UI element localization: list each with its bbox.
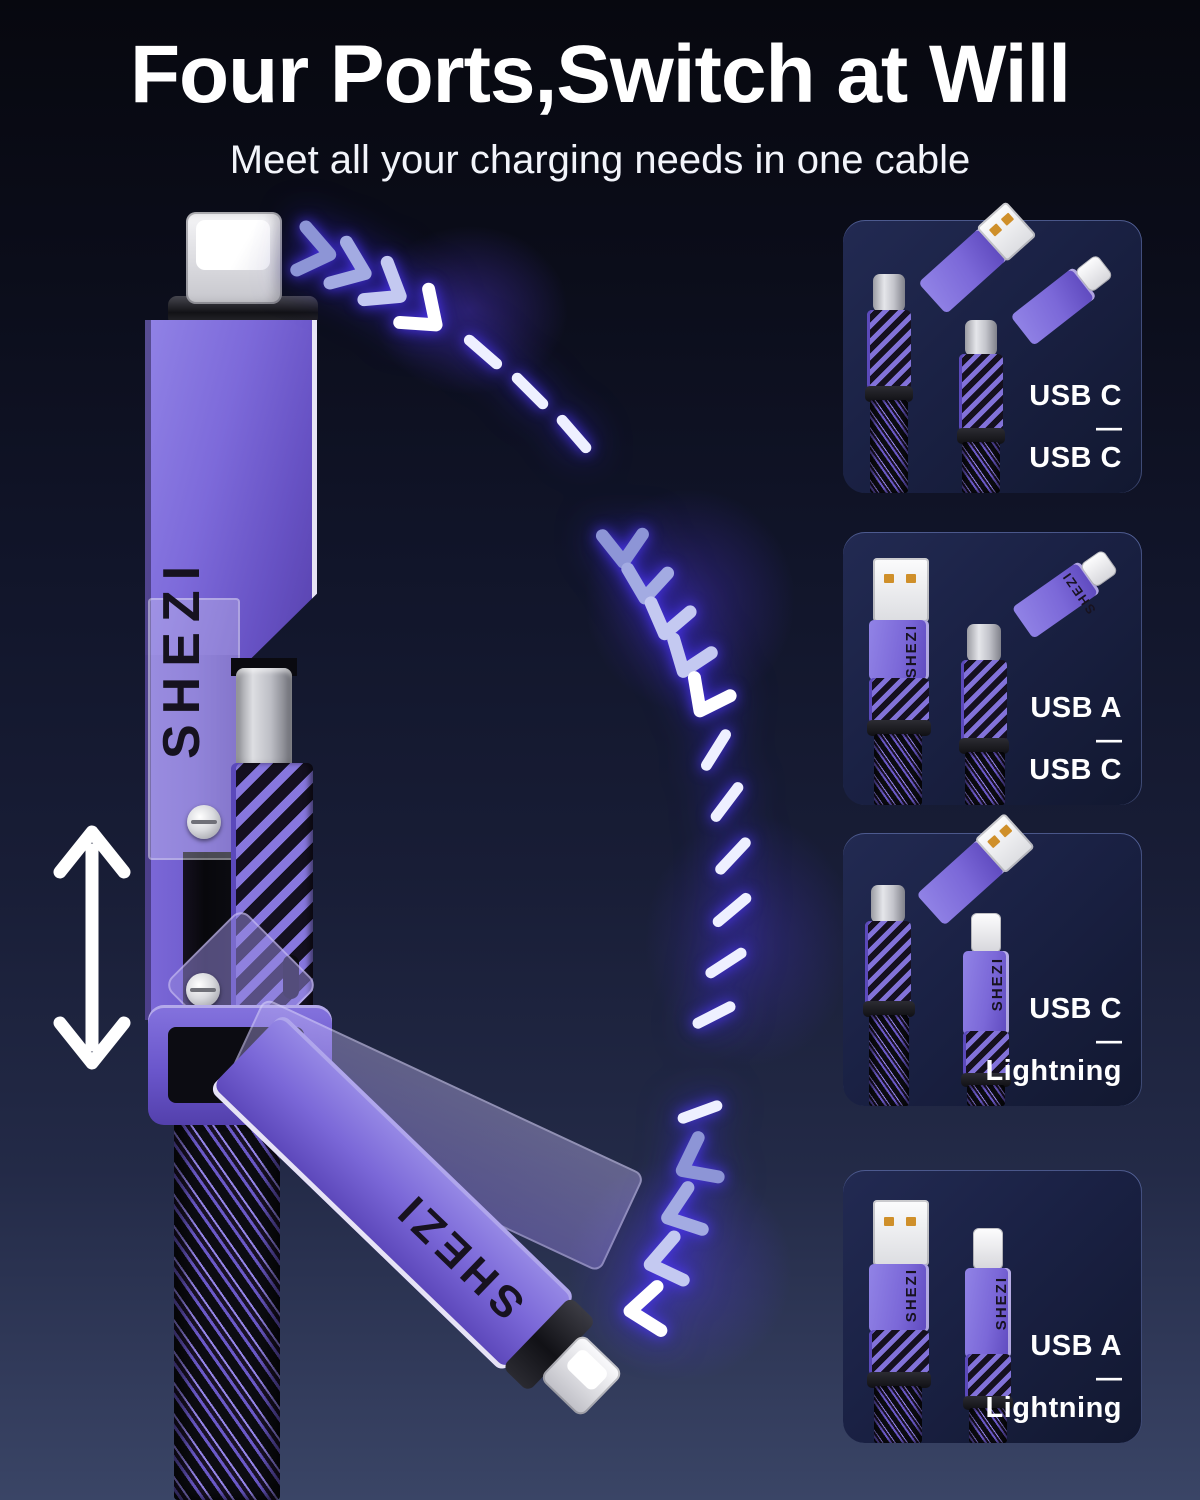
- mini-braided-cable: [874, 734, 922, 805]
- mini-clamp: [863, 1001, 915, 1017]
- mini-purple-body: SHEZI: [965, 1268, 1011, 1358]
- mini-striped-grip: [965, 1354, 1011, 1400]
- mini-clamp: [957, 428, 1005, 444]
- usb-a-tip-icon: [873, 558, 929, 622]
- lightning-tip-icon: [186, 212, 282, 304]
- lightning-angled-connector: SHEZI: [1011, 545, 1122, 640]
- mini-braided-cable: [870, 400, 908, 493]
- lightning-angled-connector: [1009, 250, 1117, 347]
- combo-card-usbc-usbc: USB C — USB C: [843, 201, 1142, 493]
- lightning-tip-icon: [973, 1228, 1003, 1270]
- tip-highlight: [196, 220, 270, 270]
- port-label: USB C: [1029, 380, 1122, 412]
- separator-dash: —: [1096, 412, 1122, 442]
- separator-dash: —: [1096, 1362, 1122, 1392]
- lightning-tip-icon: [971, 913, 1001, 953]
- brand-logo-text: SHEZI: [153, 555, 211, 759]
- usb-a-angled-connector: [917, 201, 1037, 315]
- mini-clamp: [959, 738, 1009, 754]
- port-label: USB A: [1030, 692, 1122, 724]
- mini-purple-body: SHEZI: [869, 620, 929, 680]
- mini-striped-grip: [869, 678, 929, 724]
- hinge-screw: [186, 973, 220, 1007]
- page-subtitle: Meet all your charging needs in one cabl…: [229, 138, 971, 182]
- port-label: Lightning: [985, 1392, 1122, 1424]
- mini-striped-grip: [959, 354, 1003, 432]
- mini-clamp: [963, 1396, 1013, 1410]
- mini-clamp: [867, 720, 931, 736]
- mini-purple-body: SHEZI: [963, 951, 1009, 1035]
- mini-clamp: [961, 1073, 1011, 1087]
- combo-card-usba-lightning: SHEZI SHEZI USB A — Lightning: [843, 1170, 1142, 1443]
- usb-c-tip-icon: [967, 624, 1001, 662]
- mini-clamp: [865, 386, 913, 402]
- mini-braided-cable: [874, 1386, 922, 1443]
- port-label: USB A: [1030, 1330, 1122, 1362]
- hinge-screw: [187, 805, 221, 839]
- card-labels: USB C — USB C: [1029, 378, 1122, 476]
- combo-card-usbc-lightning: SHEZI USB C — Lightning: [843, 812, 1142, 1106]
- braided-cable: [174, 1115, 280, 1500]
- usb-a-tip-icon: [873, 1200, 929, 1266]
- separator-dash: —: [1096, 1025, 1122, 1055]
- mini-purple-body: SHEZI: [869, 1264, 929, 1332]
- mini-braided-cable: [969, 1408, 1007, 1443]
- combo-card-usba-usbc: SHEZI SHEZI USB A — USB C: [843, 532, 1142, 805]
- mini-striped-grip: [865, 921, 911, 1005]
- mini-braided-cable: [967, 1085, 1005, 1106]
- usb-c-tip-icon: [236, 668, 292, 772]
- mini-braided-cable: [869, 1015, 909, 1106]
- mini-braided-cable: [965, 752, 1005, 805]
- mini-striped-grip: [963, 1031, 1009, 1077]
- mini-braided-cable: [962, 442, 1000, 493]
- card-labels: USB C — Lightning: [985, 991, 1122, 1089]
- separator-dash: —: [1096, 724, 1122, 754]
- port-label: USB C: [1029, 442, 1122, 474]
- mini-striped-grip: [961, 660, 1007, 742]
- connector-body-upper: [145, 320, 317, 680]
- usb-c-tip-icon: [873, 274, 905, 312]
- usb-c-tip-icon: [871, 885, 905, 923]
- port-label: USB C: [1029, 993, 1122, 1025]
- mini-clamp: [867, 1372, 931, 1388]
- port-label: Lightning: [985, 1055, 1122, 1087]
- port-label: USB C: [1029, 754, 1122, 786]
- mini-striped-grip: [867, 310, 911, 390]
- mini-striped-grip: [869, 1330, 929, 1376]
- usb-c-tip-icon: [965, 320, 997, 356]
- card-labels: USB A — Lightning: [985, 1328, 1122, 1426]
- page-title: Four Ports,Switch at Will: [129, 29, 1071, 120]
- card-labels: USB A — USB C: [1029, 690, 1122, 788]
